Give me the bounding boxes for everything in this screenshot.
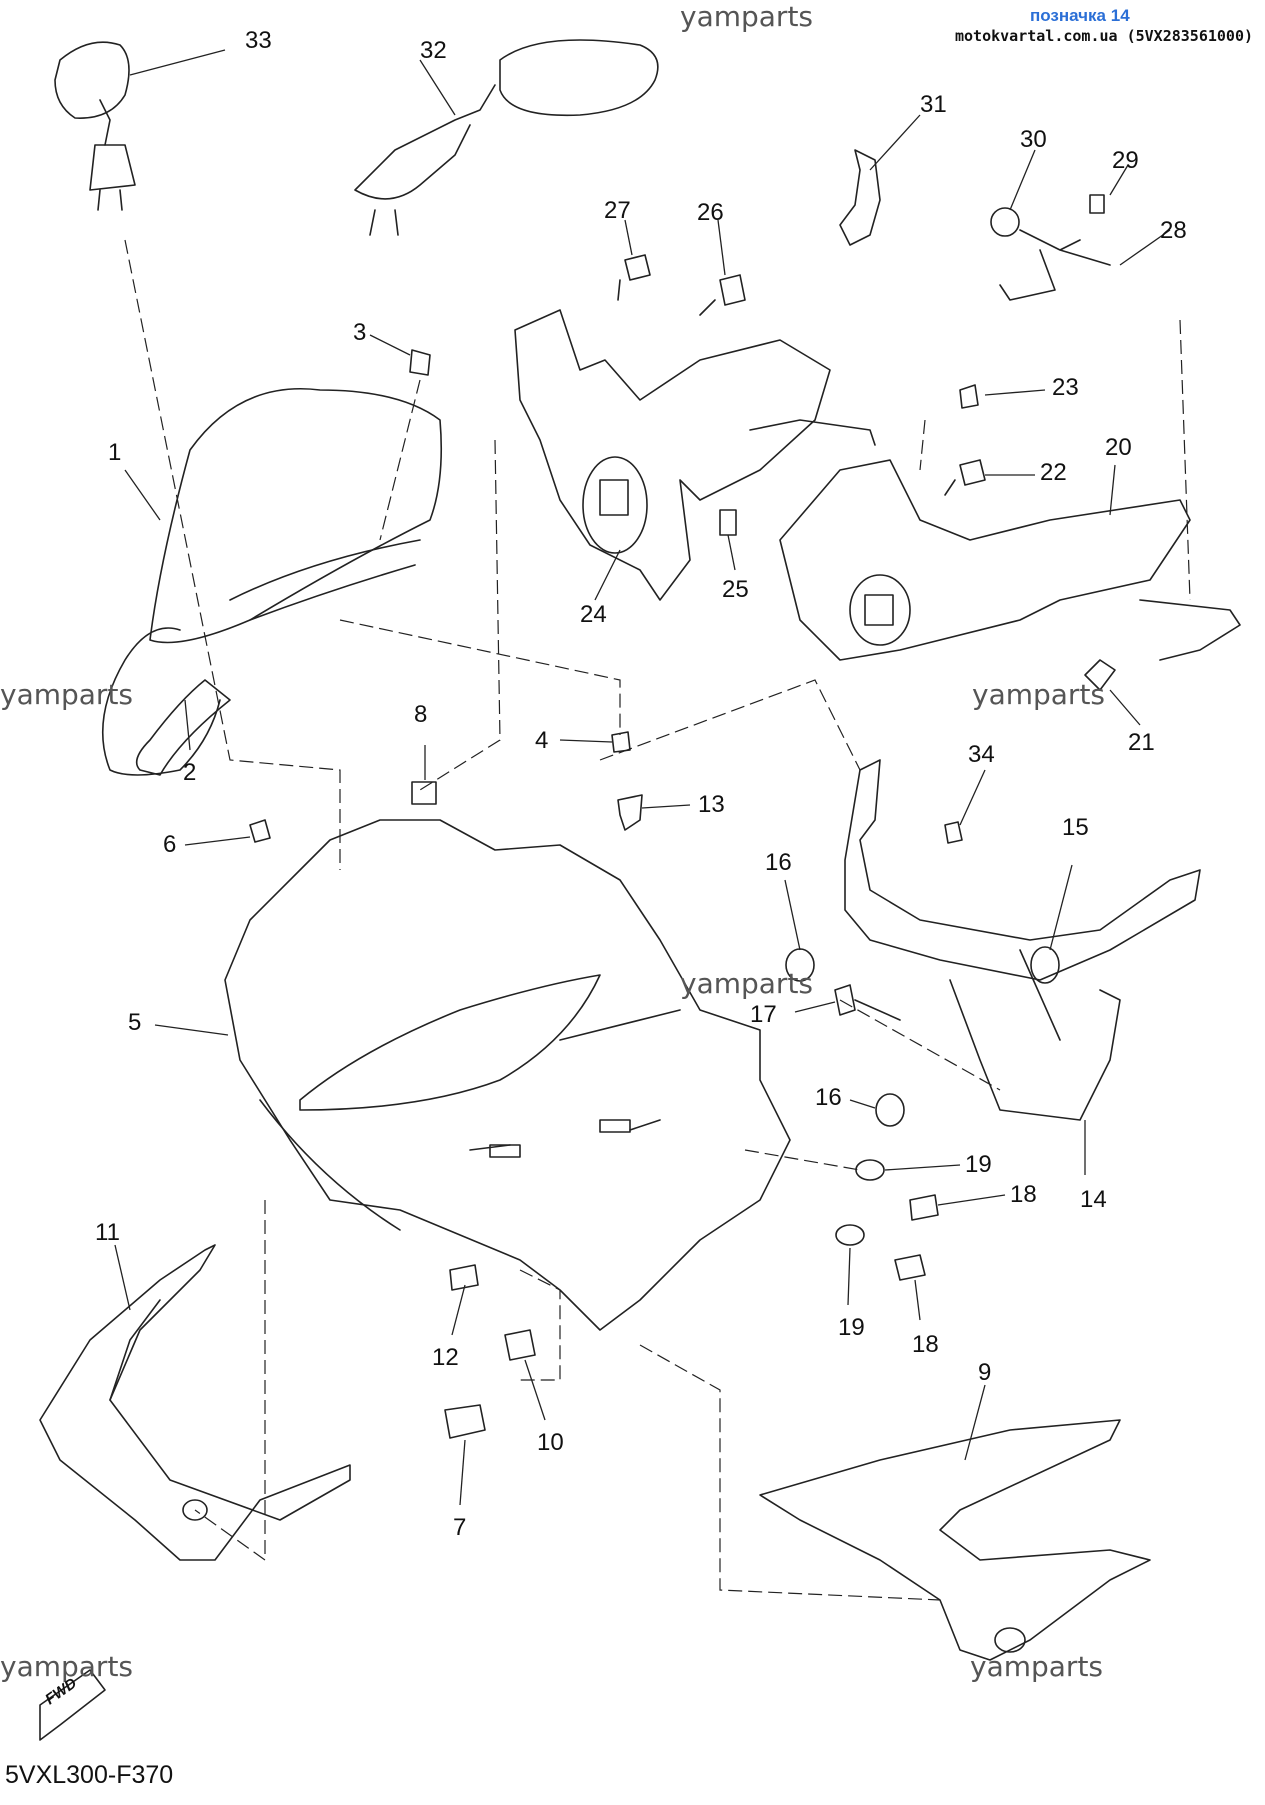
- callout-9: 9: [978, 1359, 991, 1386]
- watermark-left: yamparts: [0, 678, 134, 711]
- fastener-23: [959, 384, 979, 409]
- callout-11: 11: [95, 1219, 120, 1246]
- side-cover-left: [39, 1244, 351, 1561]
- callout-19b: 19: [838, 1314, 865, 1341]
- callout-3: 3: [353, 319, 366, 346]
- clip-25: [719, 509, 737, 536]
- callout-15: 15: [1062, 814, 1089, 841]
- watermark-bottom-left: yamparts: [0, 1650, 134, 1683]
- screw-4: [611, 731, 631, 753]
- watermark-middle: yamparts: [680, 967, 814, 1000]
- callout-20: 20: [1105, 434, 1132, 461]
- cowling-stay: [844, 759, 1201, 1121]
- upper-cowling: [224, 819, 791, 1331]
- grommet-15: [1030, 946, 1060, 984]
- callout-19: 19: [965, 1151, 992, 1178]
- badge-subtitle: motokvartal.com.ua (5VX283561000): [955, 27, 1254, 45]
- callout-14: 14: [1080, 1186, 1107, 1213]
- trim-2: [135, 679, 231, 776]
- callout-24: 24: [580, 601, 607, 628]
- washer-19a: [855, 1159, 885, 1181]
- callout-5: 5: [128, 1009, 141, 1036]
- callout-30: 30: [1020, 126, 1047, 153]
- watermark-top: yamparts: [680, 0, 814, 33]
- callout-4: 4: [535, 727, 548, 754]
- grommet-16b: [875, 1093, 905, 1127]
- watermark-bottom-right: yamparts: [970, 1650, 1104, 1683]
- bolt-26: [699, 274, 746, 316]
- screw-3: [409, 349, 431, 376]
- diagram-code: 5VXL300-F370: [5, 1761, 174, 1789]
- callout-16b: 16: [815, 1084, 842, 1111]
- callout-22: 22: [1040, 459, 1067, 486]
- side-cover-right: [759, 1419, 1151, 1661]
- callout-13: 13: [698, 791, 725, 818]
- right-mirror: [354, 39, 659, 236]
- callout-8: 8: [414, 701, 427, 728]
- callout-1: 1: [108, 439, 121, 466]
- grommet-13: [617, 794, 643, 831]
- bolt-12: [449, 1264, 479, 1291]
- callout-28: 28: [1160, 217, 1187, 244]
- clip-21: [1084, 659, 1116, 691]
- callout-26: 26: [697, 199, 724, 226]
- callout-31: 31: [920, 91, 947, 118]
- callout-numbers: 33 32 31 30 29 28 27 26 3 23 22 20 1 2 2…: [95, 27, 1187, 1541]
- inner-panel-20: [779, 459, 1241, 661]
- callout-32: 32: [420, 37, 447, 64]
- callout-33: 33: [245, 27, 272, 54]
- fwd-arrow-icon: [39, 1669, 106, 1741]
- callout-21: 21: [1128, 729, 1155, 756]
- callout-23: 23: [1052, 374, 1079, 401]
- washer-19b: [835, 1224, 865, 1246]
- bolt-10: [504, 1329, 536, 1361]
- callout-25: 25: [722, 576, 749, 603]
- bolt-22: [944, 459, 986, 496]
- bracket-31: [839, 149, 881, 246]
- assembly-lines: [124, 239, 1191, 1601]
- callout-7: 7: [453, 1514, 466, 1541]
- callout-2: 2: [183, 759, 196, 786]
- callout-29: 29: [1112, 147, 1139, 174]
- callout-34: 34: [968, 741, 995, 768]
- left-mirror: [54, 41, 136, 211]
- cap-6: [249, 819, 271, 843]
- bolt-18b: [894, 1254, 926, 1281]
- clamp-stay: [990, 194, 1111, 301]
- clip-7: [444, 1404, 486, 1439]
- callout-18: 18: [1010, 1181, 1037, 1208]
- callout-6: 6: [163, 831, 176, 858]
- callout-leaders: [114, 49, 1171, 1506]
- badge-title: позначка 14: [1030, 6, 1130, 25]
- callout-27: 27: [604, 197, 631, 224]
- fastener-27: [617, 254, 651, 301]
- watermark-right: yamparts: [972, 678, 1106, 711]
- windscreen: [101, 388, 443, 776]
- inner-panel-24: [514, 309, 876, 601]
- nut-34: [944, 821, 963, 844]
- callout-16: 16: [765, 849, 792, 876]
- bolt-17: [834, 984, 901, 1021]
- nut-8: [411, 781, 437, 805]
- callout-17: 17: [750, 1001, 777, 1028]
- callout-10: 10: [537, 1429, 564, 1456]
- bolt-18a: [909, 1194, 939, 1221]
- callout-12: 12: [432, 1344, 459, 1371]
- callout-18b: 18: [912, 1331, 939, 1358]
